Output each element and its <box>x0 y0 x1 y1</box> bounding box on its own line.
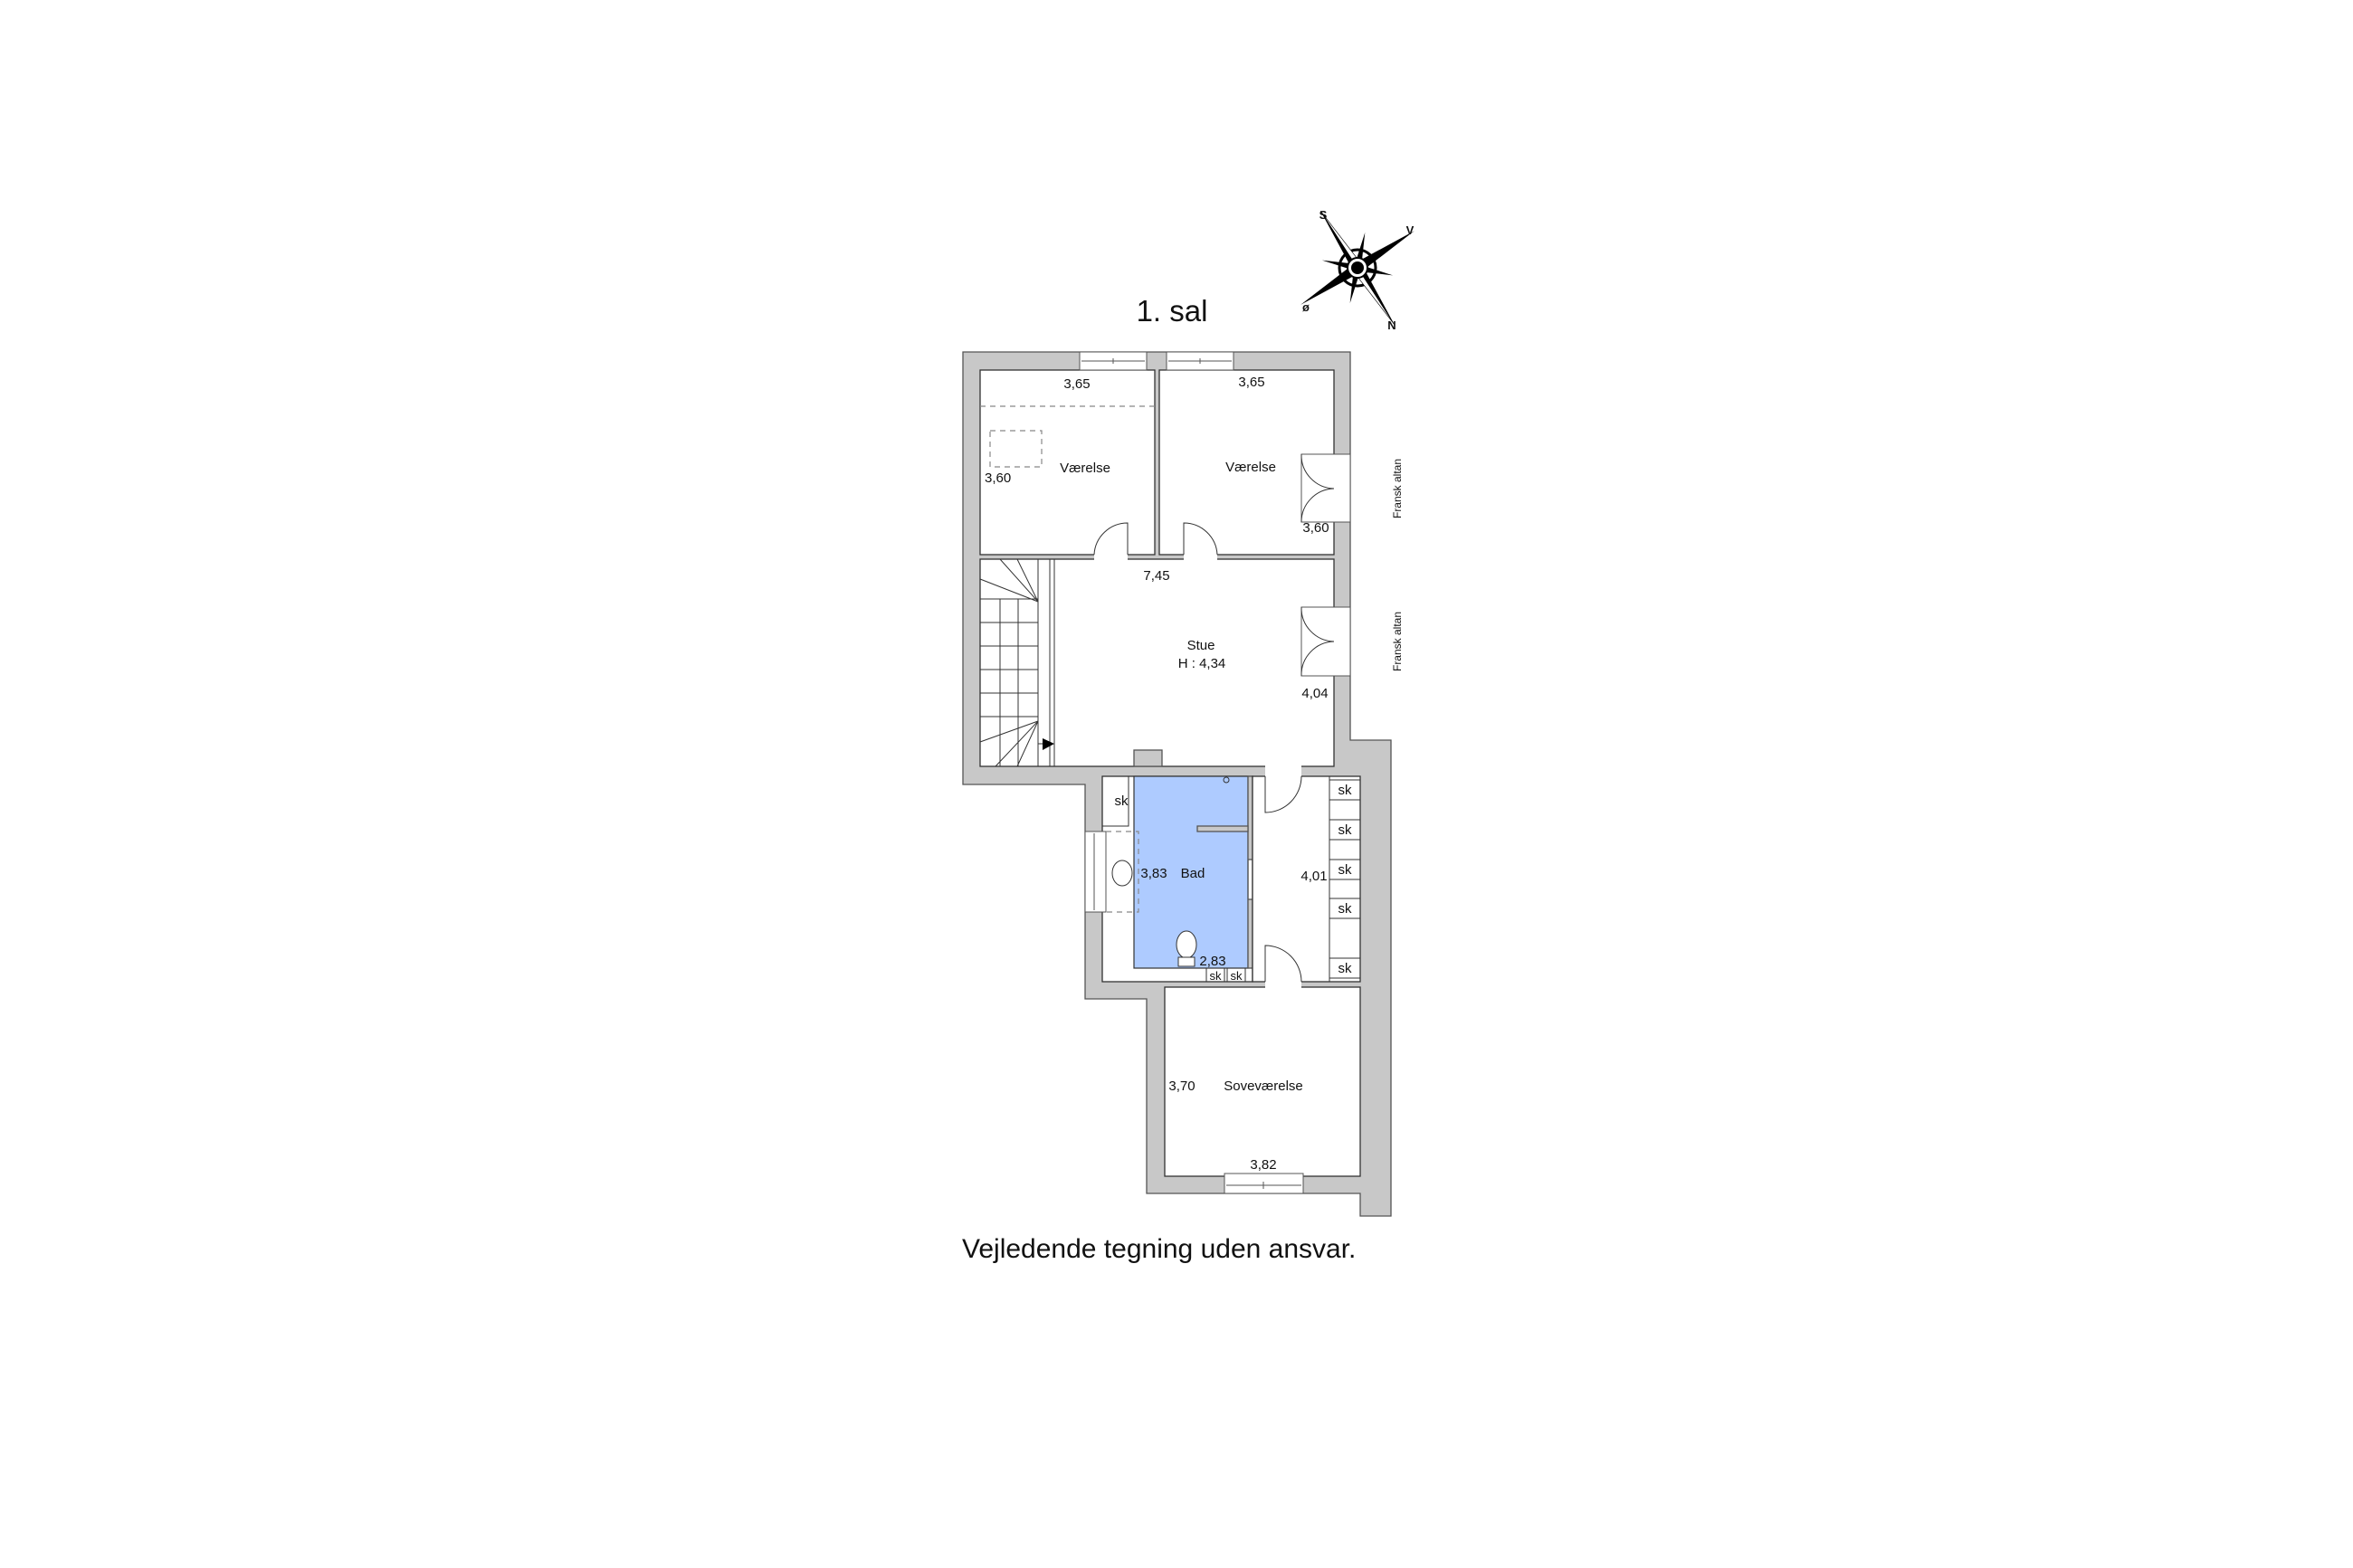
closet <box>1205 967 1225 983</box>
dimension: 3,60 <box>985 470 1011 486</box>
closet-label: sk <box>1115 794 1129 809</box>
window <box>1224 1173 1304 1194</box>
closet-label: sk <box>1210 969 1223 983</box>
dimension: 7,45 <box>1143 568 1169 584</box>
door-opening <box>1265 765 1301 777</box>
shower-area <box>1106 831 1139 913</box>
skylight <box>989 430 1043 468</box>
floor-title: 1. sal <box>1137 294 1208 328</box>
compass-s: S <box>1319 208 1328 222</box>
dimension: 3,70 <box>1168 1079 1195 1094</box>
bath-partition <box>1196 825 1249 832</box>
door-opening <box>1094 553 1128 561</box>
balcony-label: Fransk altan <box>1391 459 1404 518</box>
french-balcony <box>1300 606 1351 677</box>
room-label: Værelse <box>1225 460 1276 475</box>
door-icon <box>1093 522 1129 556</box>
balcony-label: Fransk altan <box>1391 612 1404 671</box>
room-label: Værelse <box>1060 461 1110 476</box>
dimension: 3,83 <box>1140 866 1167 881</box>
room-vaerelse-1 <box>979 369 1156 556</box>
bath-wall <box>1247 775 1253 860</box>
door-opening <box>1265 981 1301 988</box>
sink-icon <box>1111 860 1133 887</box>
closet-label: sk <box>1338 783 1353 798</box>
door-icon <box>1264 775 1302 813</box>
compass-icon <box>1300 210 1415 326</box>
window <box>1079 351 1148 371</box>
window <box>1084 831 1107 913</box>
french-balcony <box>1300 453 1351 523</box>
door-opening <box>1184 553 1217 561</box>
closet-label: sk <box>1338 822 1353 838</box>
room-sovevaerelse <box>1164 986 1361 1177</box>
dimension: 4,04 <box>1301 686 1328 701</box>
closet-label: sk <box>1338 961 1353 976</box>
compass-n: N <box>1387 318 1396 332</box>
compass-o: ø <box>1302 300 1310 314</box>
closet-label: sk <box>1231 969 1243 983</box>
door-icon <box>1264 945 1302 983</box>
room-stue <box>979 558 1335 767</box>
window <box>1166 351 1234 371</box>
closets-column <box>1329 776 1361 982</box>
closet-label: sk <box>1338 862 1353 878</box>
room-label: Soveværelse <box>1224 1079 1303 1094</box>
dimension: 3,60 <box>1302 520 1329 536</box>
bath-wall <box>1247 898 1253 969</box>
stair-direction-arrow-icon <box>1043 738 1054 750</box>
toilet-icon <box>1176 930 1197 959</box>
tap-icon <box>1223 776 1230 784</box>
toilet-cistern <box>1177 956 1196 967</box>
closet-label: sk <box>1338 901 1353 917</box>
compass-v: V <box>1406 223 1415 237</box>
dimension: 3,82 <box>1250 1157 1276 1173</box>
dimension: 3,65 <box>1238 375 1264 390</box>
room-label: Bad <box>1181 866 1205 881</box>
room-height: H : 4,34 <box>1178 656 1226 671</box>
chimney <box>1133 749 1163 767</box>
closet <box>1101 775 1129 827</box>
door-icon <box>1183 522 1218 556</box>
closet <box>1226 967 1246 983</box>
dimension: 2,83 <box>1199 954 1225 969</box>
dimension: 4,01 <box>1300 869 1327 884</box>
dimension: 3,65 <box>1063 376 1090 392</box>
disclaimer: Vejledende tegning uden ansvar. <box>962 1234 1356 1264</box>
room-label: Stue <box>1187 638 1215 653</box>
